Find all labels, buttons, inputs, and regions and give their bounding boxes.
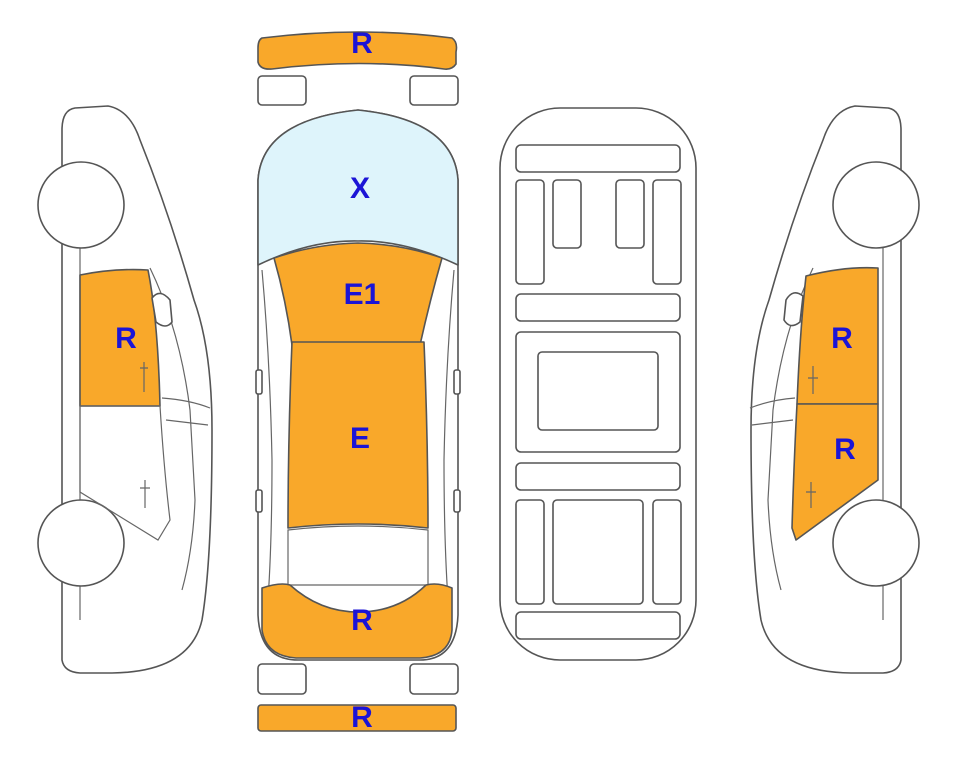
underbody-front-bar <box>515 144 681 173</box>
left-side-view: R <box>37 105 213 674</box>
top-left-pillar <box>261 269 273 601</box>
underbody-floor-pan <box>537 351 659 431</box>
right-mirror <box>783 292 804 327</box>
underbody-cross-member-1 <box>515 293 681 322</box>
underbody-rear-center <box>552 499 644 605</box>
rear-window-outline <box>287 525 429 586</box>
left-front-wheel <box>37 161 125 249</box>
trunk-label: R <box>351 604 373 637</box>
left-rear-wheel <box>37 499 125 587</box>
hood-panel <box>273 242 443 346</box>
left-side-glass-line <box>161 397 211 426</box>
hood-label: E1 <box>344 278 381 311</box>
rear-left-taillight <box>257 663 307 695</box>
left-front-door-label: R <box>115 322 137 355</box>
underbody-rear-bar <box>515 611 681 640</box>
front-left-headlight <box>257 75 307 106</box>
right-front-wheel <box>832 161 920 249</box>
underbody-cross-member-2 <box>515 462 681 491</box>
front-bumper-label: R <box>351 27 373 60</box>
left-mirror <box>151 292 173 327</box>
right-side-view: R R <box>749 105 920 674</box>
top-right-pillar <box>443 269 455 601</box>
windshield-label: X <box>350 172 370 205</box>
underbody-front-left-rail <box>515 179 545 285</box>
underbody-rear-right-rail <box>652 499 682 605</box>
left-front-handle <box>140 362 148 392</box>
underbody-rear-left-rail <box>515 499 545 605</box>
underbody-view <box>499 107 697 661</box>
trunk-panel <box>261 583 453 659</box>
front-right-headlight <box>409 75 459 106</box>
right-front-door-label: R <box>831 322 853 355</box>
front-bumper-panel <box>257 31 458 70</box>
windshield-panel <box>257 109 459 266</box>
underbody-front-mid-right <box>615 179 645 249</box>
underbody-front-right-rail <box>652 179 682 285</box>
left-rear-handle <box>140 480 150 508</box>
right-rear-handle <box>806 482 816 508</box>
roof-panel <box>287 341 429 529</box>
top-view: R X E1 E R R <box>255 27 461 734</box>
right-front-door-panel <box>796 266 879 405</box>
right-rear-door-label: R <box>834 433 856 466</box>
roof-label: E <box>350 422 370 455</box>
left-front-door-panel <box>79 268 161 407</box>
rear-bumper-panel <box>257 704 457 732</box>
left-rear-door-outline <box>79 405 171 541</box>
right-side-glass-line <box>749 397 796 426</box>
rear-bumper-label: R <box>351 701 373 734</box>
right-rear-door-panel <box>791 403 879 541</box>
left-mirror-top <box>255 369 263 395</box>
underbody-front-mid-left <box>552 179 582 249</box>
rear-right-taillight <box>409 663 459 695</box>
right-mirror-top <box>453 369 461 395</box>
left-handle-top <box>255 489 263 513</box>
right-handle-top <box>453 489 461 513</box>
right-front-handle <box>808 366 818 394</box>
right-rear-wheel <box>832 499 920 587</box>
